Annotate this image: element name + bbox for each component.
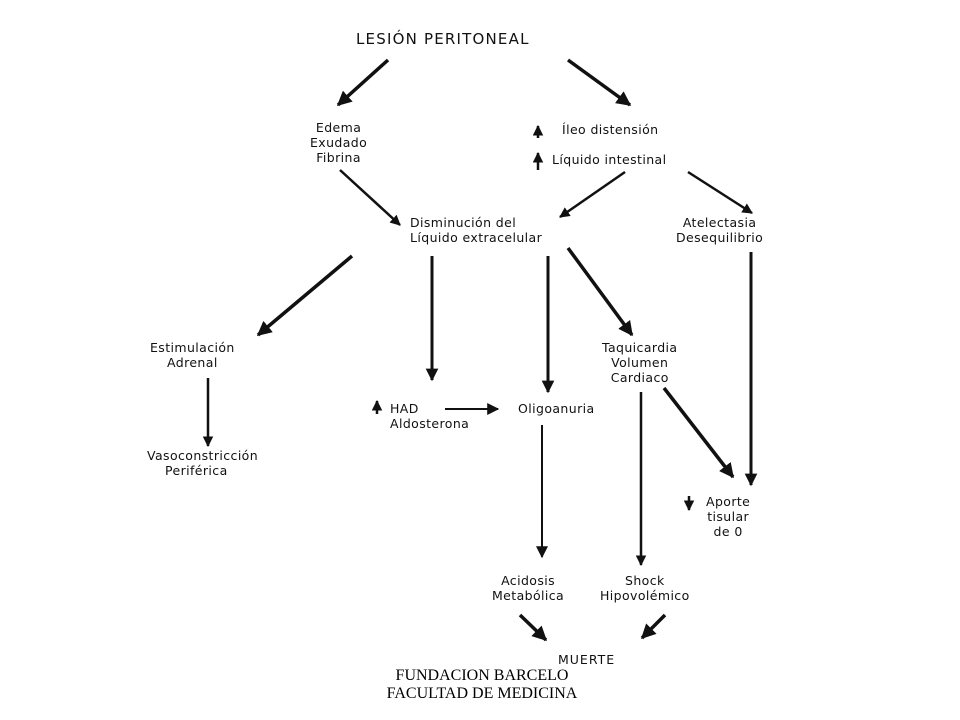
- node-shock-line-2: Hipovolémico: [600, 588, 690, 603]
- arrow-disminucion-to-estimulacion: [256, 254, 354, 337]
- node-edema: Edema Exudado Fibrina: [310, 120, 367, 165]
- node-estimulacion-line-2: Adrenal: [167, 355, 218, 370]
- arrow-taquicardia-to-aporte: [662, 386, 735, 479]
- node-edema-line-3: Fibrina: [316, 150, 361, 165]
- node-had-aldosterona: HAD Aldosterona: [390, 401, 469, 431]
- node-had-line-2: Aldosterona: [390, 416, 470, 431]
- arrow-liquido-to-atelectasia: [687, 170, 753, 215]
- arrow-disminucion-to-taquicardia: [566, 246, 634, 337]
- node-atelectasia: Atelectasia Desequilibrio: [676, 215, 763, 245]
- arrow-edema-to-disminucion: [339, 169, 401, 226]
- node-oligoanuria: Oligoanuria: [518, 401, 595, 416]
- node-shock-line-1: Shock: [625, 573, 665, 588]
- node-atelectasia-line-2: Desequilibrio: [676, 230, 764, 245]
- node-taquicardia: Taquicardia Volumen Cardiaco: [602, 340, 677, 385]
- arrow-acidosis-to-muerte: [518, 613, 548, 642]
- arrow-shock-to-muerte: [640, 613, 667, 640]
- node-aporte-line-2: tisular: [707, 509, 750, 524]
- node-liquido-intestinal: Líquido intestinal: [552, 152, 667, 167]
- node-aporte-tisular: Aporte tisular de 0: [706, 494, 750, 539]
- footer-line-2: FACULTAD DE MEDICINA: [386, 685, 578, 702]
- node-lesion-peritoneal: LESIÓN PERITONEAL: [356, 30, 530, 48]
- node-taquicardia-line-2: Volumen: [611, 355, 669, 370]
- footer-institution: FUNDACION BARCELO FACULTAD DE MEDICINA: [282, 667, 682, 703]
- node-estimulacion-adrenal: Estimulación Adrenal: [150, 340, 235, 370]
- node-aporte-line-3: de 0: [713, 524, 743, 539]
- node-edema-line-1: Edema: [315, 120, 362, 135]
- node-disminucion-line-2: Líquido extracelular: [410, 230, 543, 245]
- node-ileo-distension: Íleo distensión: [562, 122, 659, 137]
- arrow-lesion-to-ileo: [566, 58, 632, 107]
- node-aporte-line-1: Aporte: [706, 494, 751, 509]
- node-muerte: MUERTE: [558, 652, 616, 667]
- node-acidosis-line-2: Metabólica: [492, 588, 565, 603]
- node-vasoconstriccion: Vasoconstricción Periférica: [147, 448, 258, 478]
- node-vasoconstriccion-line-2: Periférica: [165, 463, 228, 478]
- node-edema-line-2: Exudado: [310, 135, 368, 150]
- node-estimulacion-line-1: Estimulación: [150, 340, 235, 355]
- node-taquicardia-line-1: Taquicardia: [602, 340, 678, 355]
- node-atelectasia-line-1: Atelectasia: [682, 215, 757, 230]
- footer-line-1: FUNDACION BARCELO: [395, 667, 569, 684]
- node-shock-hipovolemico: Shock Hipovolémico: [600, 573, 690, 603]
- node-disminucion-line-1: Disminución del: [410, 215, 517, 230]
- node-taquicardia-line-3: Cardiaco: [610, 370, 669, 385]
- node-vasoconstriccion-line-1: Vasoconstricción: [147, 448, 259, 463]
- node-had-line-1: HAD: [390, 401, 419, 416]
- node-acidosis-line-1: Acidosis: [501, 573, 556, 588]
- arrow-lesion-to-edema: [336, 58, 390, 107]
- node-disminucion-liquido: Disminución del Líquido extracelular: [410, 215, 542, 245]
- node-acidosis-metabolica: Acidosis Metabólica: [492, 573, 564, 603]
- arrow-liquido-to-disminucion: [559, 170, 626, 219]
